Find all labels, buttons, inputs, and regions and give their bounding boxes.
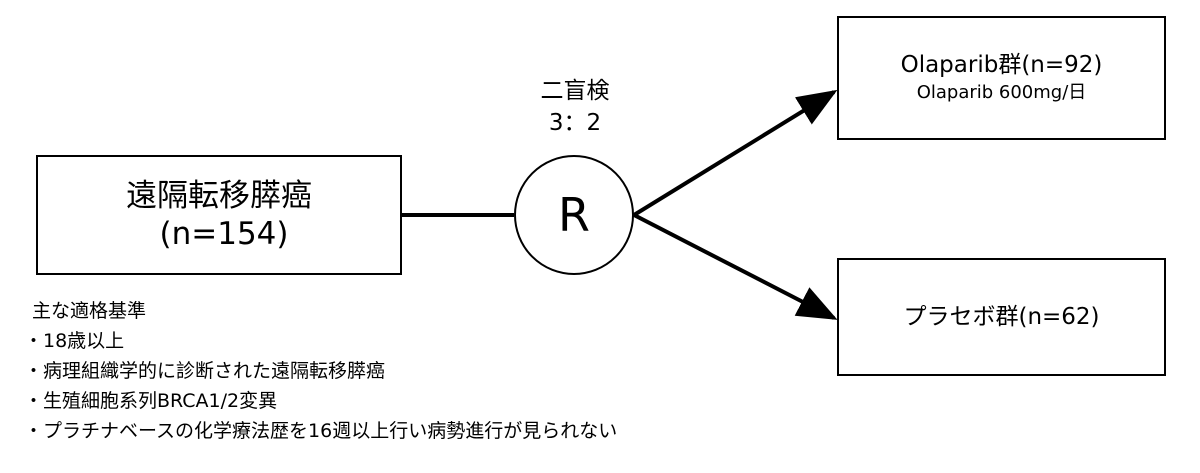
arrow-to-olaparib-arm: [632, 89, 838, 217]
eligibility-criteria-title: 主な適格基準: [32, 300, 147, 322]
criteria-item: ・18歳以上: [24, 330, 125, 352]
placebo-arm-label: プラセボ群(n=62): [903, 304, 1100, 330]
source-population-title: 遠隔転移膵癌: [126, 178, 312, 214]
criteria-item: ・プラチナベースの化学療法歴を16週以上行い病勢進行が見られない: [24, 420, 618, 442]
olaparib-arm-dose: Olaparib 600mg/日: [916, 82, 1087, 103]
olaparib-arm-label: Olaparib群(n=92): [900, 52, 1103, 78]
arrow-to-placebo-arm: [633, 213, 838, 320]
olaparib-arm-box: Olaparib群(n=92) Olaparib 600mg/日: [837, 16, 1166, 140]
randomization-symbol: R: [558, 188, 590, 242]
criteria-item: ・生殖細胞系列BRCA1/2変異: [24, 390, 278, 412]
criteria-item: ・病理組織学的に診断された遠隔転移膵癌: [24, 360, 386, 382]
allocation-ratio: 3：2: [548, 110, 602, 136]
randomization-node: R: [514, 155, 634, 275]
blinding-label: 二盲検: [540, 78, 610, 104]
source-population-box: 遠隔転移膵癌 (n=154): [36, 155, 402, 275]
source-population-count: (n=154): [159, 216, 289, 252]
placebo-arm-box: プラセボ群(n=62): [837, 258, 1166, 376]
eligibility-criteria: 主な適格基準 ・18歳以上 ・病理組織学的に診断された遠隔転移膵癌 ・生殖細胞系…: [24, 296, 617, 446]
